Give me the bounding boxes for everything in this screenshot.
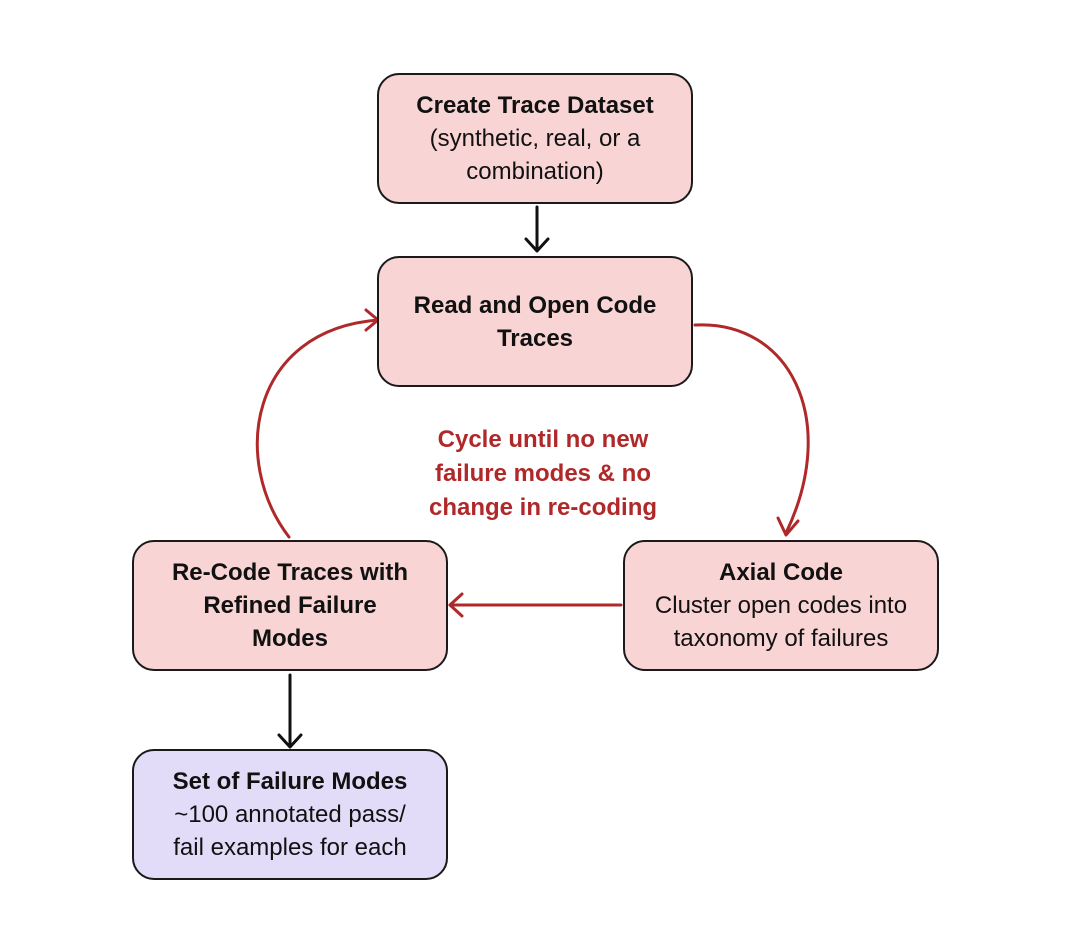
arrow-recode-to-failure-modes (277, 673, 303, 749)
arrow-read-to-axial (693, 323, 810, 537)
read-open-code-title: Read and Open Code Traces (413, 291, 657, 352)
axial-code-node: Axial Code Cluster open codes into taxon… (623, 540, 939, 671)
failure-modes-title: Set of Failure Modes (172, 768, 408, 795)
axial-code-desc: Cluster open codes into taxonomy of fail… (654, 592, 908, 652)
recode-traces-node: Re-Code Traces with Refined Failure Mode… (132, 540, 448, 671)
create-trace-dataset-desc: (synthetic, real, or a combination) (429, 125, 641, 185)
recode-traces-title: Re-Code Traces with Refined Failure Mode… (171, 559, 409, 652)
arrow-axial-to-recode (448, 592, 623, 618)
create-trace-dataset-node: Create Trace Dataset (synthetic, real, o… (377, 73, 693, 204)
read-open-code-node: Read and Open Code Traces (377, 256, 693, 387)
arrow-recode-to-read (255, 308, 380, 539)
cycle-label: Cycle until no new failure modes & no ch… (428, 426, 658, 521)
axial-code-title: Axial Code (718, 559, 844, 586)
arrow-create-to-read (524, 205, 550, 253)
failure-modes-node: Set of Failure Modes ~100 annotated pass… (132, 749, 448, 880)
failure-modes-desc: ~100 annotated pass/ fail examples for e… (173, 801, 407, 861)
create-trace-dataset-title: Create Trace Dataset (416, 92, 654, 119)
